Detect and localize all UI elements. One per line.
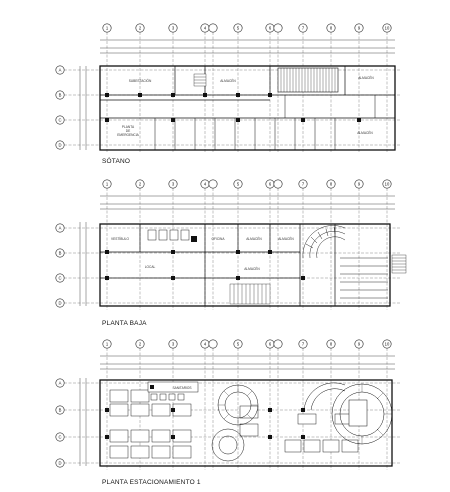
svg-text:3: 3 (172, 182, 175, 187)
svg-text:2: 2 (139, 26, 142, 31)
svg-text:2: 2 (139, 182, 142, 187)
room-label: ALMACÉN (278, 236, 294, 241)
plan-title-sotano: SÓTANO (102, 156, 130, 165)
svg-text:1: 1 (106, 26, 109, 31)
svg-text:9: 9 (358, 182, 361, 187)
svg-text:4: 4 (204, 26, 207, 31)
svg-text:9: 9 (358, 26, 361, 31)
svg-text:D: D (58, 461, 61, 466)
room-label: ALMACÉN (358, 75, 374, 80)
svg-text:5: 5 (237, 26, 240, 31)
svg-text:D: D (58, 143, 61, 148)
room-label: PLANTA (122, 125, 135, 129)
svg-text:A: A (59, 381, 62, 386)
svg-text:10: 10 (385, 26, 390, 31)
plan-title-planta-estacionamiento-1: PLANTA ESTACIONAMIENTO 1 (102, 479, 201, 486)
room-label: ALMACÉN (244, 266, 260, 271)
svg-text:8: 8 (330, 342, 333, 347)
svg-text:5: 5 (237, 342, 240, 347)
svg-text:1: 1 (106, 342, 109, 347)
svg-text:B: B (59, 251, 62, 256)
svg-text:9: 9 (358, 342, 361, 347)
svg-text:3: 3 (172, 26, 175, 31)
room-label: VESTÍBULO (111, 237, 129, 241)
plan-planta-baja: 1 2 3 4 5 6 7 8 9 10 (55, 179, 407, 327)
room-label: DE (126, 129, 130, 133)
svg-text:7: 7 (302, 182, 305, 187)
room-label: SUBESTACIÓN (129, 78, 152, 83)
plan-planta-estacionamiento-1: 1 2 3 4 5 6 7 8 9 10 (55, 339, 400, 486)
svg-text:A: A (59, 68, 62, 73)
svg-text:D: D (58, 301, 61, 306)
room-label: SANITARIOS (172, 386, 191, 390)
svg-text:6: 6 (269, 182, 272, 187)
svg-text:6: 6 (269, 26, 272, 31)
room-label: OFICINA (212, 237, 226, 241)
svg-text:8: 8 (330, 26, 333, 31)
svg-text:1: 1 (106, 182, 109, 187)
svg-text:5: 5 (237, 182, 240, 187)
room-label: ALMACÉN (246, 236, 262, 241)
room-label: ALMACÉN (357, 130, 373, 135)
svg-text:2: 2 (139, 342, 142, 347)
svg-text:7: 7 (302, 342, 305, 347)
svg-text:10: 10 (385, 182, 390, 187)
svg-text:C: C (58, 118, 61, 123)
svg-text:3: 3 (172, 342, 175, 347)
svg-text:C: C (58, 276, 61, 281)
row-axis-markers (55, 65, 65, 150)
room-label: ALMACÉN (220, 78, 236, 83)
plan-sotano: 1 2 3 4 5 6 7 8 9 10 (55, 23, 400, 165)
svg-text:C: C (58, 435, 61, 440)
svg-text:B: B (59, 93, 62, 98)
svg-text:A: A (59, 226, 62, 231)
svg-text:7: 7 (302, 26, 305, 31)
room-label: EMERGENCIA (117, 133, 139, 137)
svg-text:8: 8 (330, 182, 333, 187)
plan-title-planta-baja: PLANTA BAJA (102, 320, 147, 327)
svg-text:4: 4 (204, 182, 207, 187)
svg-text:4: 4 (204, 342, 207, 347)
svg-text:B: B (59, 408, 62, 413)
column-axis-labels: 1 2 3 4 5 6 7 8 9 10 (106, 26, 390, 31)
room-label: LOCAL (145, 265, 156, 269)
svg-text:10: 10 (385, 342, 390, 347)
svg-text:6: 6 (269, 342, 272, 347)
